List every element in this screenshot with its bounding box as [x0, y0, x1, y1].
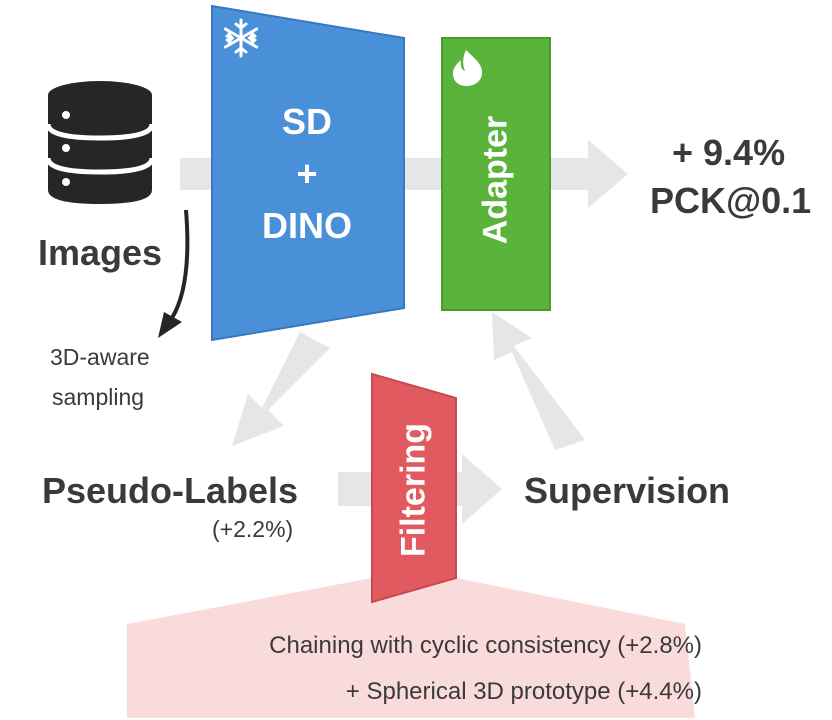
notes-background	[127, 578, 695, 718]
filtering-block	[371, 372, 457, 604]
arrow-adapter-to-result	[550, 140, 628, 208]
result-line1: + 9.4%	[672, 132, 786, 173]
sampling-arrow	[170, 209, 190, 320]
backbone-label-line1: SD	[281, 101, 332, 142]
sampling-arrowhead	[158, 312, 182, 338]
arrow-pseudo-to-filtering	[338, 472, 374, 506]
note-prototype: + Spherical 3D prototype (+4.4%)	[345, 678, 702, 705]
arrow-supervision-to-adapter	[492, 312, 585, 450]
filtering-label: Filtering	[394, 422, 433, 558]
backbone-label-line2: +	[296, 153, 318, 194]
arrow-backbone-to-adapter	[404, 158, 444, 190]
sampling-label-line1: 3D-aware	[50, 344, 150, 370]
database-icon	[45, 81, 155, 204]
images-label: Images	[38, 232, 163, 273]
arrow-images-to-backbone	[180, 158, 218, 190]
result-line2: PCK@0.1	[650, 180, 812, 221]
arrow-backbone-to-pseudo-labels	[232, 332, 330, 446]
backbone-block	[211, 4, 405, 342]
adapter-label: Adapter	[476, 115, 515, 245]
sampling-label-line2: sampling	[52, 384, 145, 410]
arrow-filtering-to-supervision	[454, 454, 502, 524]
pseudo-labels-label: Pseudo-Labels	[42, 470, 299, 511]
note-chaining: Chaining with cyclic consistency (+2.8%)	[269, 632, 702, 659]
snowflake-icon	[223, 18, 259, 58]
supervision-label: Supervision	[524, 470, 731, 511]
flame-icon	[452, 50, 483, 86]
pseudo-labels-gain: (+2.2%)	[212, 516, 294, 542]
backbone-label-line3: DINO	[262, 205, 352, 246]
